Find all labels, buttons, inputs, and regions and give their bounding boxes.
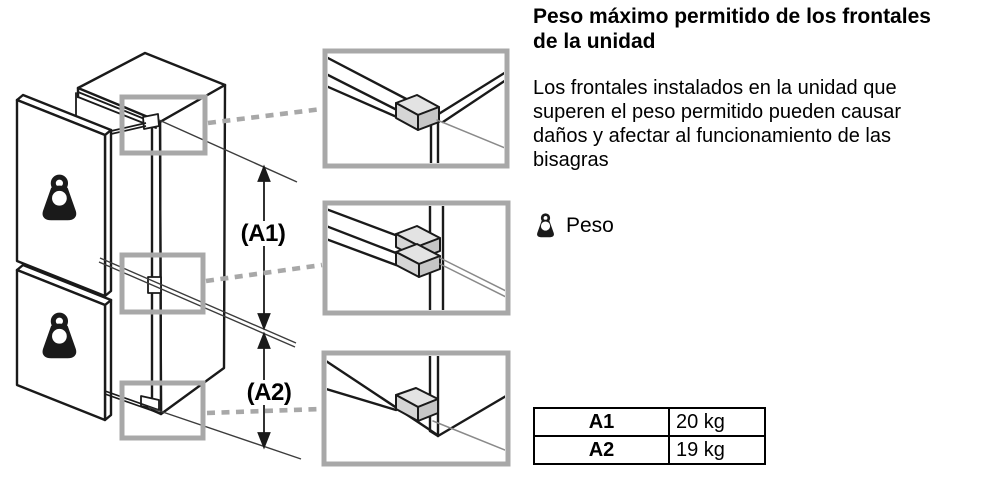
weight-legend-label: Peso (566, 213, 614, 237)
callout-rect-middle (119, 252, 206, 315)
table-cell-a2-value: 19 kg (668, 435, 766, 465)
dimension-a1 (257, 164, 271, 331)
hinge-block-top (395, 94, 440, 131)
table-cell-a1-value: 20 kg (668, 407, 766, 437)
callout-rects (119, 94, 208, 441)
table-row: A1 20 kg (533, 407, 766, 437)
ref-line-top (158, 119, 298, 183)
callout-leaders (205, 106, 323, 416)
reference-lines (98, 119, 302, 460)
ref-line-middle-b (98, 261, 296, 348)
weight-legend: Peso (535, 213, 614, 238)
weight-icon (537, 213, 554, 238)
dimension-label-a1: (A1) (234, 221, 292, 246)
hinge-block-bottom (395, 387, 439, 422)
weight-limit-table: A1 20 kg A2 19 kg (533, 407, 766, 465)
table-row: A2 19 kg (533, 435, 766, 465)
body-paragraph: Los frontales instalados en la unidad qu… (533, 77, 902, 171)
table-cell-a1-key: A1 (533, 407, 670, 437)
dimension-label-a2: (A2) (240, 380, 298, 405)
hinge-block-middle-lower (395, 243, 441, 278)
diagram-svg (15, 48, 511, 467)
top-hinge (142, 113, 160, 130)
installation-diagram: (A1) (A2) (15, 48, 511, 467)
leader-bottom (206, 406, 323, 416)
hinge-connectors (104, 122, 160, 414)
leader-top (207, 106, 323, 126)
cabinet-body (75, 51, 227, 416)
cabinet-hinges (140, 113, 162, 411)
callout-rect-bottom (119, 380, 206, 441)
detail-box-bottom (321, 350, 511, 467)
cabinet-front-strip (150, 120, 163, 416)
table-cell-a2-key: A2 (533, 435, 670, 465)
door-fronts (15, 93, 113, 422)
callout-rect-top (119, 94, 208, 156)
ref-line-middle-a (99, 257, 297, 344)
leader-middle (205, 262, 323, 284)
page-title: Peso máximo permitido de los frontales d… (533, 5, 931, 53)
detail-box-middle (322, 200, 511, 316)
detail-box-top (322, 48, 510, 169)
ref-line-bottom (147, 406, 302, 460)
